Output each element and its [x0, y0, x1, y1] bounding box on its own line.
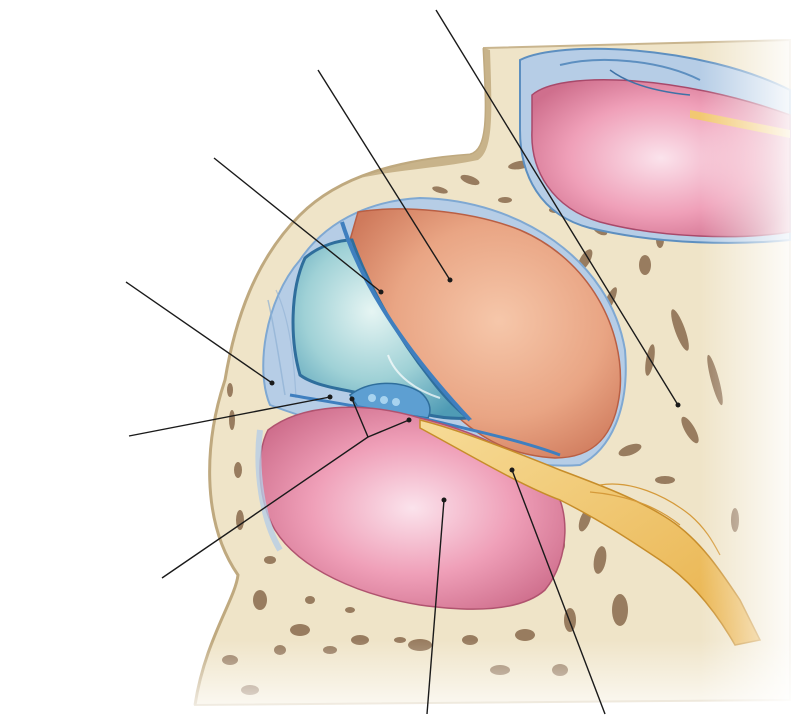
bone-rim	[193, 47, 488, 706]
leader-dots	[269, 277, 681, 503]
leader-line-spiral-ligament	[125, 281, 273, 384]
leader-line-scala-vestibuli	[317, 69, 451, 281]
leader-lines	[125, 9, 679, 715]
fade-bottom	[0, 640, 802, 728]
leader-line-basilar	[128, 396, 331, 437]
leader-line-vestibular-membrane	[213, 157, 382, 293]
vestibular-membrane	[340, 221, 472, 422]
leader-line-adjacent-turn	[435, 9, 679, 406]
leader-line-scala-tympani	[426, 499, 445, 715]
fade-right	[700, 0, 802, 728]
leader-line-spiral-organ-b	[367, 419, 410, 438]
leader-line-nerve	[511, 469, 606, 715]
cochlear-duct	[291, 238, 473, 420]
